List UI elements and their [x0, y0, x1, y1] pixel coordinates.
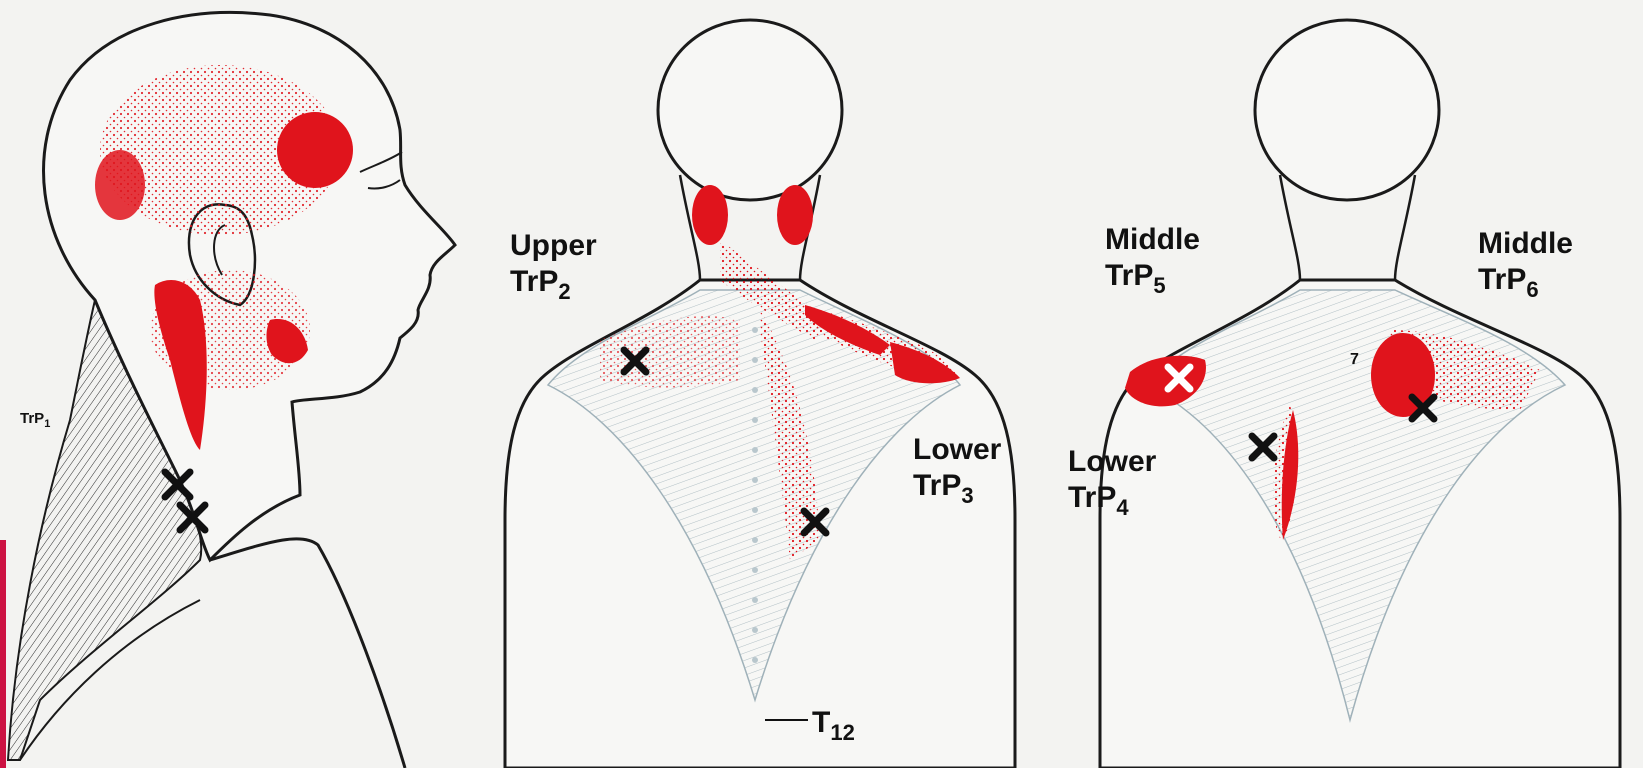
- label-lower4-sub: 4: [1116, 495, 1128, 520]
- label-middle5-prefix: TrP: [1105, 259, 1153, 292]
- label-lower3-sub: 3: [961, 483, 973, 508]
- back-view-figure-right: [1100, 20, 1620, 768]
- label-lower-trp3: Lower TrP3: [913, 432, 1001, 514]
- label-trp1-prefix: TrP: [20, 410, 44, 427]
- label-middle6-sub: 6: [1526, 277, 1538, 302]
- label-upper-trp2: Upper TrP2: [510, 228, 597, 310]
- label-seven: 7: [1350, 342, 1359, 378]
- label-upper-prefix: TrP: [510, 265, 558, 298]
- label-trp1-sub: 1: [44, 418, 50, 430]
- side-view-figure: [8, 13, 455, 768]
- label-lower4-word: Lower: [1068, 444, 1156, 480]
- label-middle5-word: Middle: [1105, 222, 1200, 258]
- label-trp1: TrP1: [20, 410, 50, 433]
- label-t12-prefix: T: [812, 706, 830, 739]
- label-lower-trp4: Lower TrP4: [1068, 444, 1156, 526]
- page-edge-bar: [0, 540, 6, 768]
- label-upper-word: Upper: [510, 228, 597, 264]
- label-middle6-prefix: TrP: [1478, 263, 1526, 296]
- label-middle-trp6: Middle TrP6: [1478, 226, 1573, 308]
- label-t12-sub: 12: [830, 720, 854, 745]
- label-middle6-word: Middle: [1478, 226, 1573, 262]
- label-lower3-word: Lower: [913, 432, 1001, 468]
- label-lower3-prefix: TrP: [913, 469, 961, 502]
- label-middle5-sub: 5: [1153, 273, 1165, 298]
- pain-zone-temple: [277, 112, 353, 188]
- label-upper-sub: 2: [558, 279, 570, 304]
- label-middle-trp5: Middle TrP5: [1105, 222, 1200, 304]
- label-lower4-prefix: TrP: [1068, 481, 1116, 514]
- label-t12: T12: [812, 705, 855, 751]
- back-view-figure-left: [505, 20, 1015, 768]
